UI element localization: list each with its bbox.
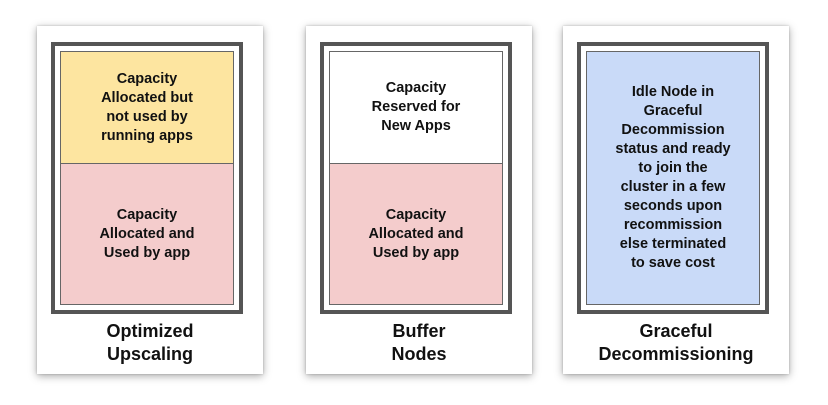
region-label: Capacity Allocated and Used by app [368, 206, 464, 261]
card-caption: Optimized Upscaling [106, 321, 194, 364]
capacity-allocated-used: Capacity Allocated and Used by app [61, 163, 233, 304]
region-label: Capacity Allocated but not used by runni… [101, 70, 193, 144]
node-frame: Capacity Allocated but not used by runni… [51, 42, 243, 314]
card-buffer-nodes: Capacity Reserved for New Apps Capacity … [306, 26, 532, 374]
region-label: Capacity Allocated and Used by app [99, 206, 195, 261]
card-graceful-decommissioning: Idle Node in Graceful Decommission statu… [563, 26, 789, 374]
region-label: Idle Node in Graceful Decommission statu… [615, 84, 731, 271]
node-frame: Idle Node in Graceful Decommission statu… [577, 42, 769, 314]
region-label: Capacity Reserved for New Apps [371, 80, 461, 134]
node-capacity: Capacity Allocated but not used by runni… [60, 51, 234, 305]
node-frame: Capacity Reserved for New Apps Capacity … [320, 42, 512, 314]
idle-node: Idle Node in Graceful Decommission statu… [587, 52, 759, 304]
capacity-reserved: Capacity Reserved for New Apps [330, 52, 502, 163]
capacity-allocated-unused: Capacity Allocated but not used by runni… [61, 52, 233, 163]
card-caption: Buffer Nodes [391, 321, 447, 364]
capacity-allocated-used: Capacity Allocated and Used by app [330, 163, 502, 304]
node-capacity: Capacity Reserved for New Apps Capacity … [329, 51, 503, 305]
card-caption: Graceful Decommissioning [598, 321, 754, 364]
node-capacity: Idle Node in Graceful Decommission statu… [586, 51, 760, 305]
card-optimized-upscaling: Capacity Allocated but not used by runni… [37, 26, 263, 374]
